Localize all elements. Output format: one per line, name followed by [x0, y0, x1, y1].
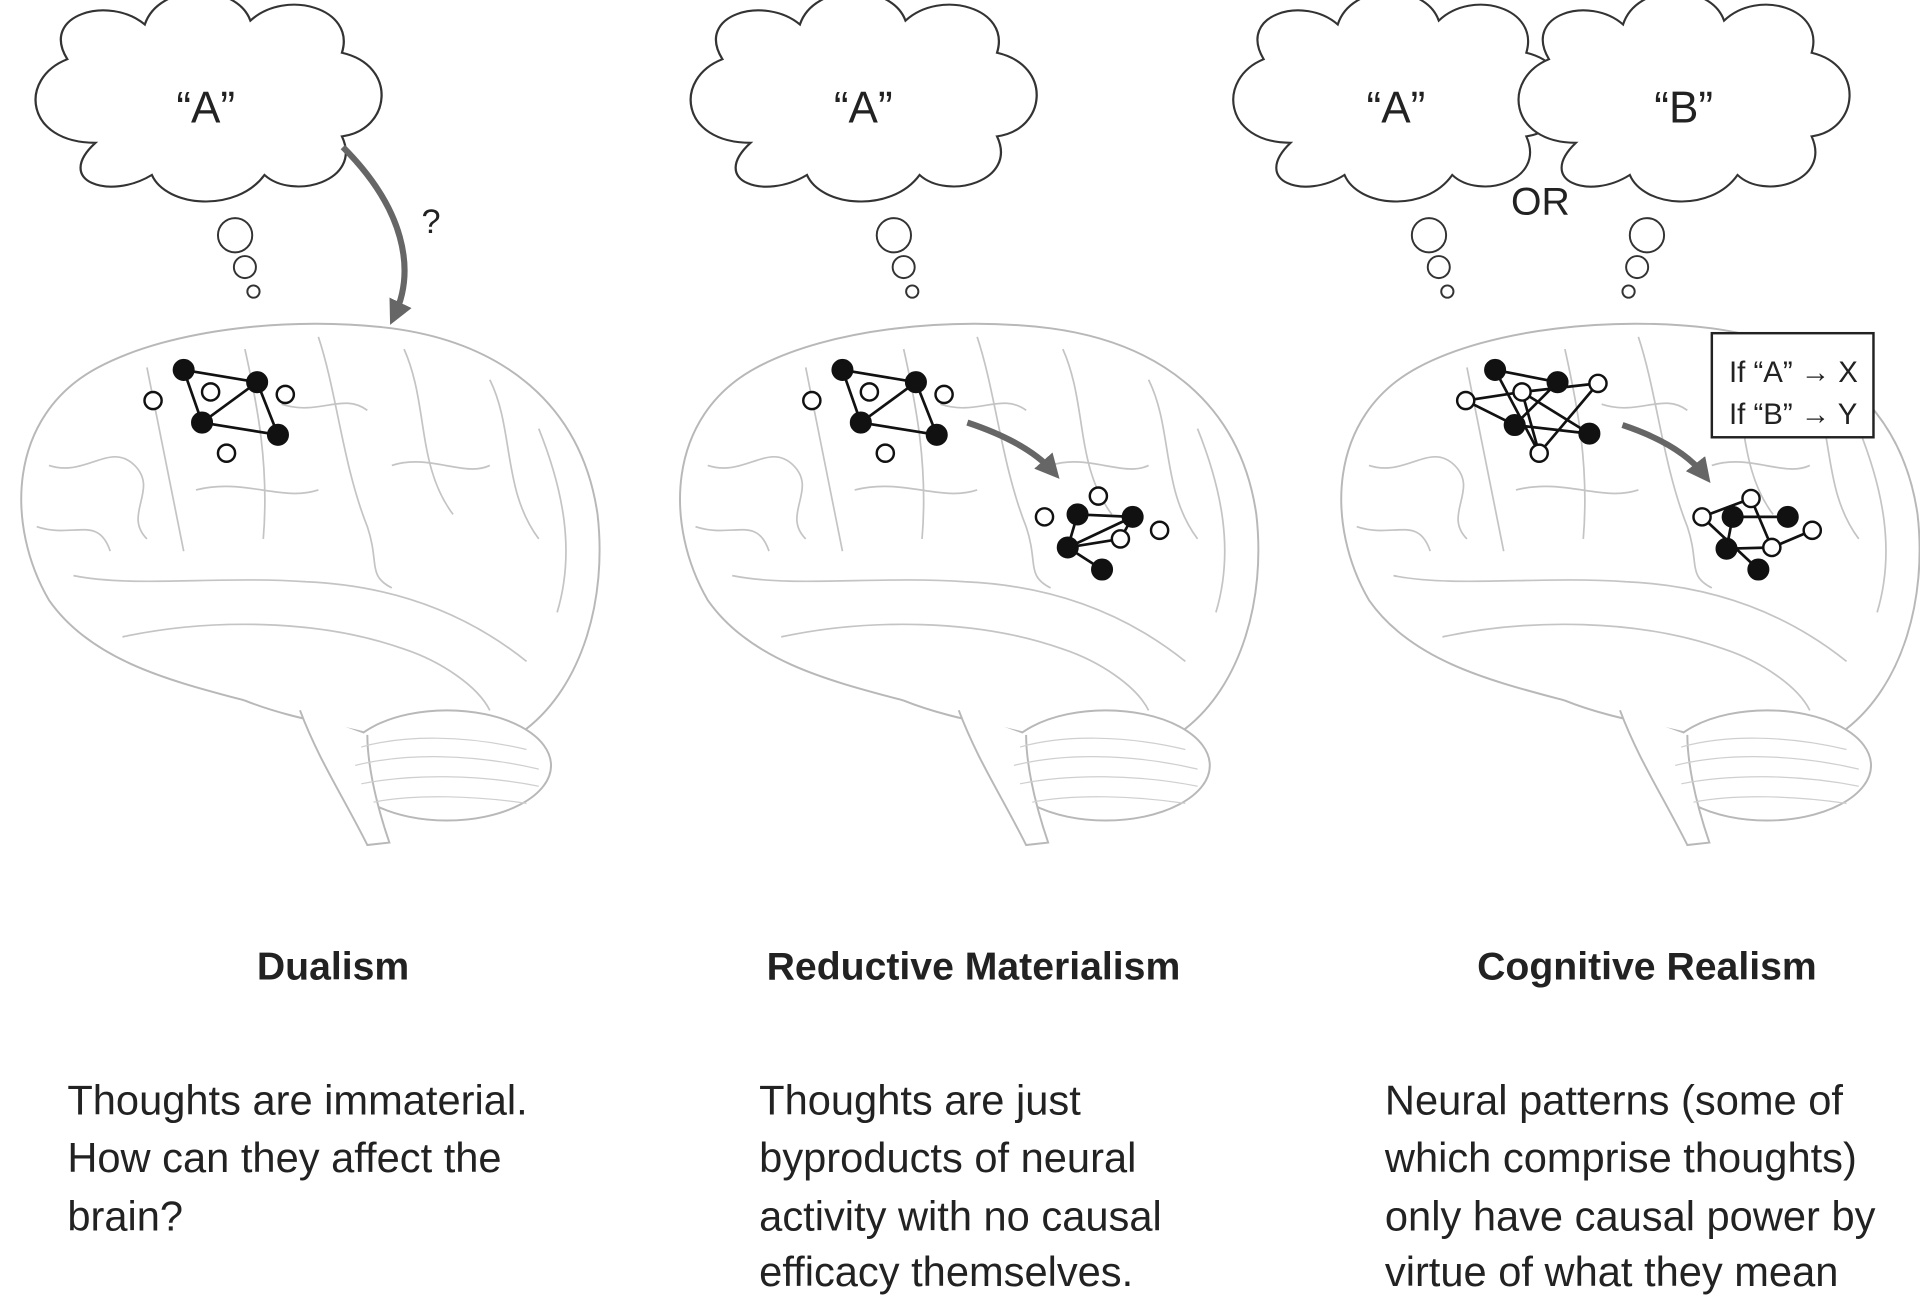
- thought-bubbles: [216, 217, 261, 299]
- brain-illustration: [679, 322, 1260, 847]
- thought-bubbles: [1410, 217, 1666, 299]
- description-line: only have causal power by: [1385, 1193, 1876, 1240]
- brain-illustration: [20, 322, 601, 847]
- thought-label-b: “B”: [1654, 84, 1713, 133]
- or-label: OR: [1511, 180, 1570, 223]
- thought-label: “A”: [176, 84, 235, 133]
- panel-title: Dualism: [257, 946, 409, 989]
- panel-title: Cognitive Realism: [1477, 946, 1817, 989]
- description-line: byproducts of neural: [759, 1134, 1136, 1181]
- neural-network-target: [1692, 488, 1823, 581]
- thought-bubbles: [875, 217, 920, 299]
- panel-cognitive-realism: “A” “B” OR If “A” → X: [1232, 0, 1920, 1295]
- description-line: Thoughts are just: [759, 1076, 1081, 1123]
- description-line: efficacy themselves.: [759, 1248, 1133, 1295]
- rule-line: If “B” → Y: [1729, 398, 1857, 431]
- rule-line: If “A” → X: [1729, 356, 1858, 389]
- panel-title: Reductive Materialism: [767, 946, 1181, 989]
- description-line: virtue of what they mean: [1385, 1248, 1839, 1295]
- neural-network-source: [1455, 358, 1608, 463]
- thought-label: “A”: [834, 84, 893, 133]
- rule-box: If “A” → X If “B” → Y: [1710, 331, 1875, 439]
- causal-arrow: [340, 144, 412, 325]
- description-line: activity with no causal: [759, 1193, 1162, 1240]
- neural-network: [143, 358, 296, 463]
- description-line: Thoughts are immaterial.: [67, 1076, 527, 1123]
- description-line: Neural patterns (some of: [1385, 1076, 1844, 1123]
- neural-network-target: [1034, 486, 1170, 581]
- thought-label-a: “A”: [1367, 84, 1426, 133]
- panel-reductive-materialism: “A” Reductive Materialism Thoughts are j…: [679, 0, 1260, 1295]
- description-line: How can they affect the: [67, 1134, 501, 1181]
- causal-arrow: [966, 419, 1060, 479]
- description-line: brain?: [67, 1193, 183, 1240]
- panel-dualism: “A” ? Dualism Thoughts are immaterial. H…: [20, 0, 601, 1240]
- description-line: which comprise thoughts): [1384, 1134, 1857, 1181]
- causal-arrow: [1621, 422, 1711, 483]
- question-mark: ?: [421, 203, 440, 241]
- neural-network-source: [802, 358, 954, 463]
